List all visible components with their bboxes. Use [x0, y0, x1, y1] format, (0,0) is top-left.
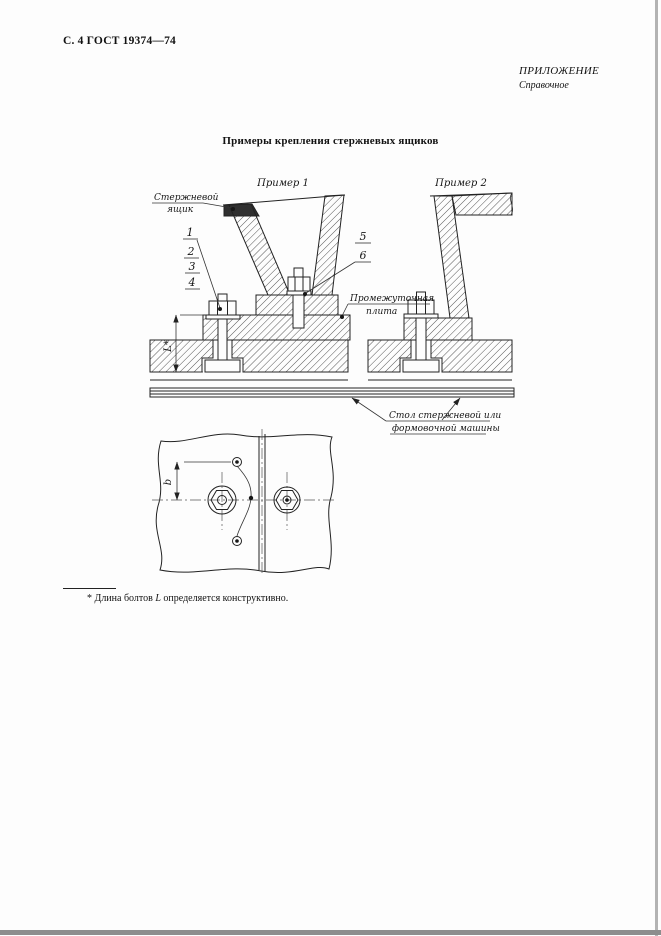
break-edge [510, 192, 513, 216]
appendix-subtitle: Справочное [519, 80, 569, 91]
footnote-variable: L [155, 593, 161, 604]
callout-5: 5 [360, 230, 367, 243]
example1-label: Пример 1 [256, 178, 309, 189]
figure-title: Примеры крепления стержневых ящиков [222, 135, 439, 147]
core-box-label-line1: Стержневой [154, 193, 219, 203]
core-box-right-wall [311, 194, 345, 296]
plan-left-nut [207, 485, 237, 515]
callout-1: 1 [187, 226, 194, 239]
footnote-text-suffix: определяется конструктивно. [160, 593, 289, 604]
clamping-bolt [204, 293, 241, 373]
example2-section-view [367, 192, 513, 381]
table2-section-right [430, 339, 513, 373]
plan-broken-outline [155, 433, 334, 573]
page-header: С. 4 ГОСТ 19374—74 [63, 35, 176, 47]
plan-pins [232, 457, 254, 546]
dim-b-label: b [163, 479, 174, 485]
dimension-bolt-length: L* [163, 314, 206, 373]
clamping-bolt-2 [402, 291, 440, 373]
dim-L-label: L* [163, 340, 174, 353]
intermediate-plate-label-line1: Промежуточная [349, 294, 434, 304]
scan-edge-right [655, 0, 658, 936]
appendix-title: ПРИЛОЖЕНИЕ [519, 65, 599, 77]
center-bolt [286, 267, 312, 329]
callout-6: 6 [360, 249, 367, 262]
footnote-text-prefix: * Длина болтов [87, 593, 156, 604]
callout-3: 3 [189, 260, 196, 273]
table2-section-left [367, 339, 412, 373]
intermediate-plate-label-line2: плита [366, 307, 397, 317]
core-box-label-line2: ящик [167, 205, 194, 215]
plan-view: b [152, 429, 334, 575]
callout-4: 4 [188, 276, 196, 289]
scan-edge-bottom [0, 930, 661, 935]
callouts-5-6: 5 6 [303, 230, 371, 296]
core-box-top-plate [451, 192, 513, 216]
example2-label: Пример 2 [434, 178, 487, 189]
footnote: * Длина болтов L определяется конструкти… [87, 593, 288, 604]
footnote-rule [63, 588, 116, 589]
table-section-left [149, 339, 214, 373]
appendix-block: ПРИЛОЖЕНИЕ Справочное [519, 65, 599, 91]
callouts-1-4: 1 2 3 4 [183, 226, 222, 311]
machine-table-label-line2: формовочной машины [392, 424, 500, 434]
callout-2: 2 [187, 245, 195, 258]
dimension-b: b [163, 461, 231, 501]
machine-table-callout: Стол стержневой или формовочной машины [351, 397, 501, 435]
core-box-left-wall [228, 203, 291, 296]
plan-right-nut [273, 486, 301, 514]
table-section-right [231, 339, 349, 373]
machine-table-base [149, 387, 515, 398]
intermediate-plate-callout: Промежуточная плита [340, 294, 434, 319]
example-captions: Пример 1 Пример 2 [256, 178, 487, 189]
core-box-foot-flange [403, 317, 473, 341]
example1-section-view [149, 194, 351, 381]
core-box-callout: Стержневой ящик [152, 193, 235, 215]
